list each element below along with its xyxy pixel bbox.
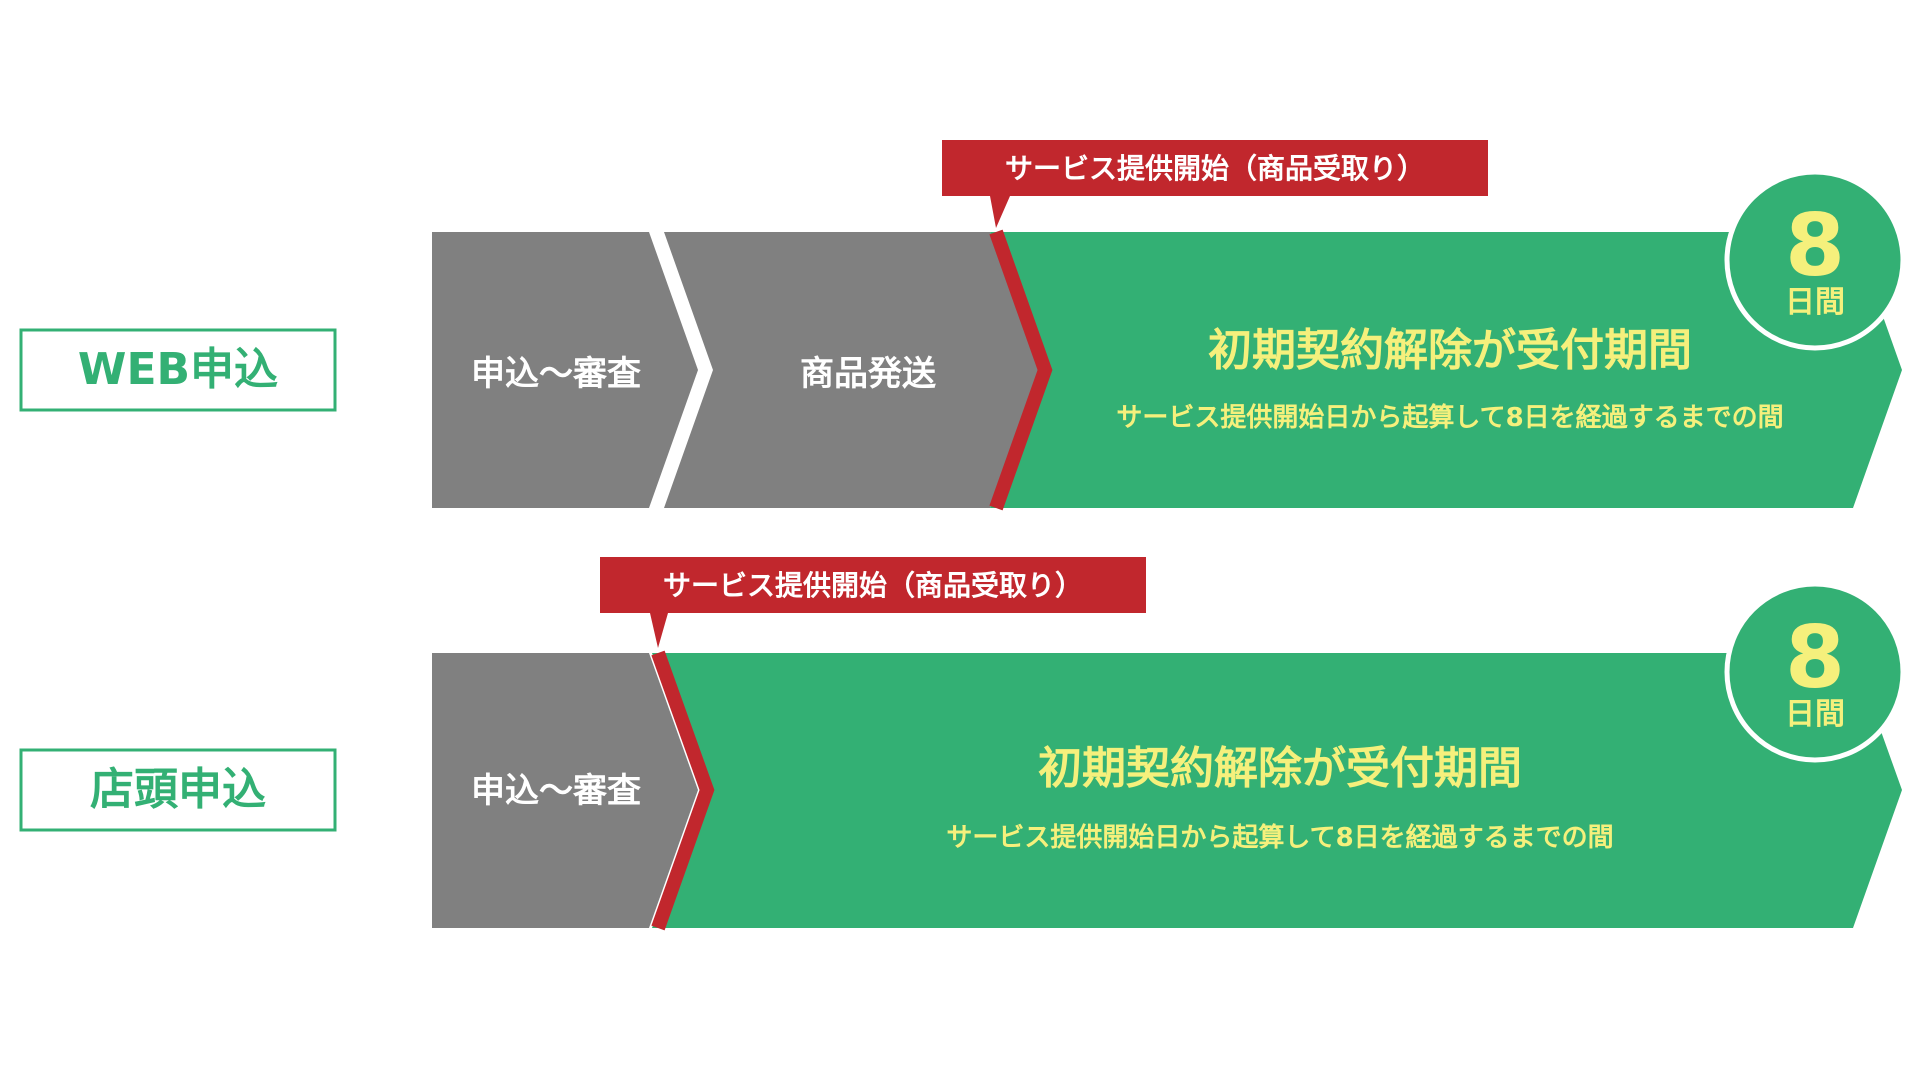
- step-shipping-label: 商品発送: [800, 354, 936, 394]
- badge-number: 8: [1785, 608, 1845, 708]
- step-application-review: [432, 232, 698, 508]
- step-application-review-label: 申込～審査: [471, 771, 641, 811]
- cancellation-period-arrow: [990, 232, 1902, 508]
- step-application-review-label: 申込～審査: [471, 354, 641, 394]
- row-web-label-box: [19, 328, 337, 412]
- row-web-label: WEB申込: [78, 344, 278, 395]
- period-note: サービス提供開始日から起算して8日を経過するまでの間: [946, 822, 1613, 853]
- step-application-review: [432, 653, 698, 928]
- row-web: WEB申込 申込～審査 商品発送 初期契約解除が受付期間 サービス提供開始日から…: [19, 140, 1906, 511]
- service-start-callout-label: サービス提供開始（商品受取り）: [663, 569, 1083, 602]
- badge-unit: 日間: [1785, 285, 1845, 320]
- row-store: 店頭申込 申込～審査 初期契約解除が受付期間 サービス提供開始日から起算して8日…: [19, 557, 1906, 931]
- period-note: サービス提供開始日から起算して8日を経過するまでの間: [1116, 402, 1783, 433]
- period-title: 初期契約解除が受付期間: [1038, 743, 1522, 794]
- period-title: 初期契約解除が受付期間: [1208, 325, 1692, 376]
- service-start-callout: [600, 557, 1146, 648]
- badge-number: 8: [1785, 196, 1845, 296]
- service-start-boundary: [651, 650, 715, 931]
- cancellation-period-arrow: [652, 653, 1902, 928]
- badge-unit: 日間: [1785, 697, 1845, 732]
- row-store-label-box: [19, 748, 337, 832]
- period-badge: [1724, 169, 1906, 351]
- service-start-callout-label: サービス提供開始（商品受取り）: [1005, 152, 1425, 185]
- row-store-label: 店頭申込: [90, 764, 266, 815]
- service-start-callout: [942, 140, 1488, 228]
- step-shipping: [664, 232, 1039, 508]
- period-badge: [1724, 581, 1906, 763]
- service-start-boundary: [989, 229, 1053, 511]
